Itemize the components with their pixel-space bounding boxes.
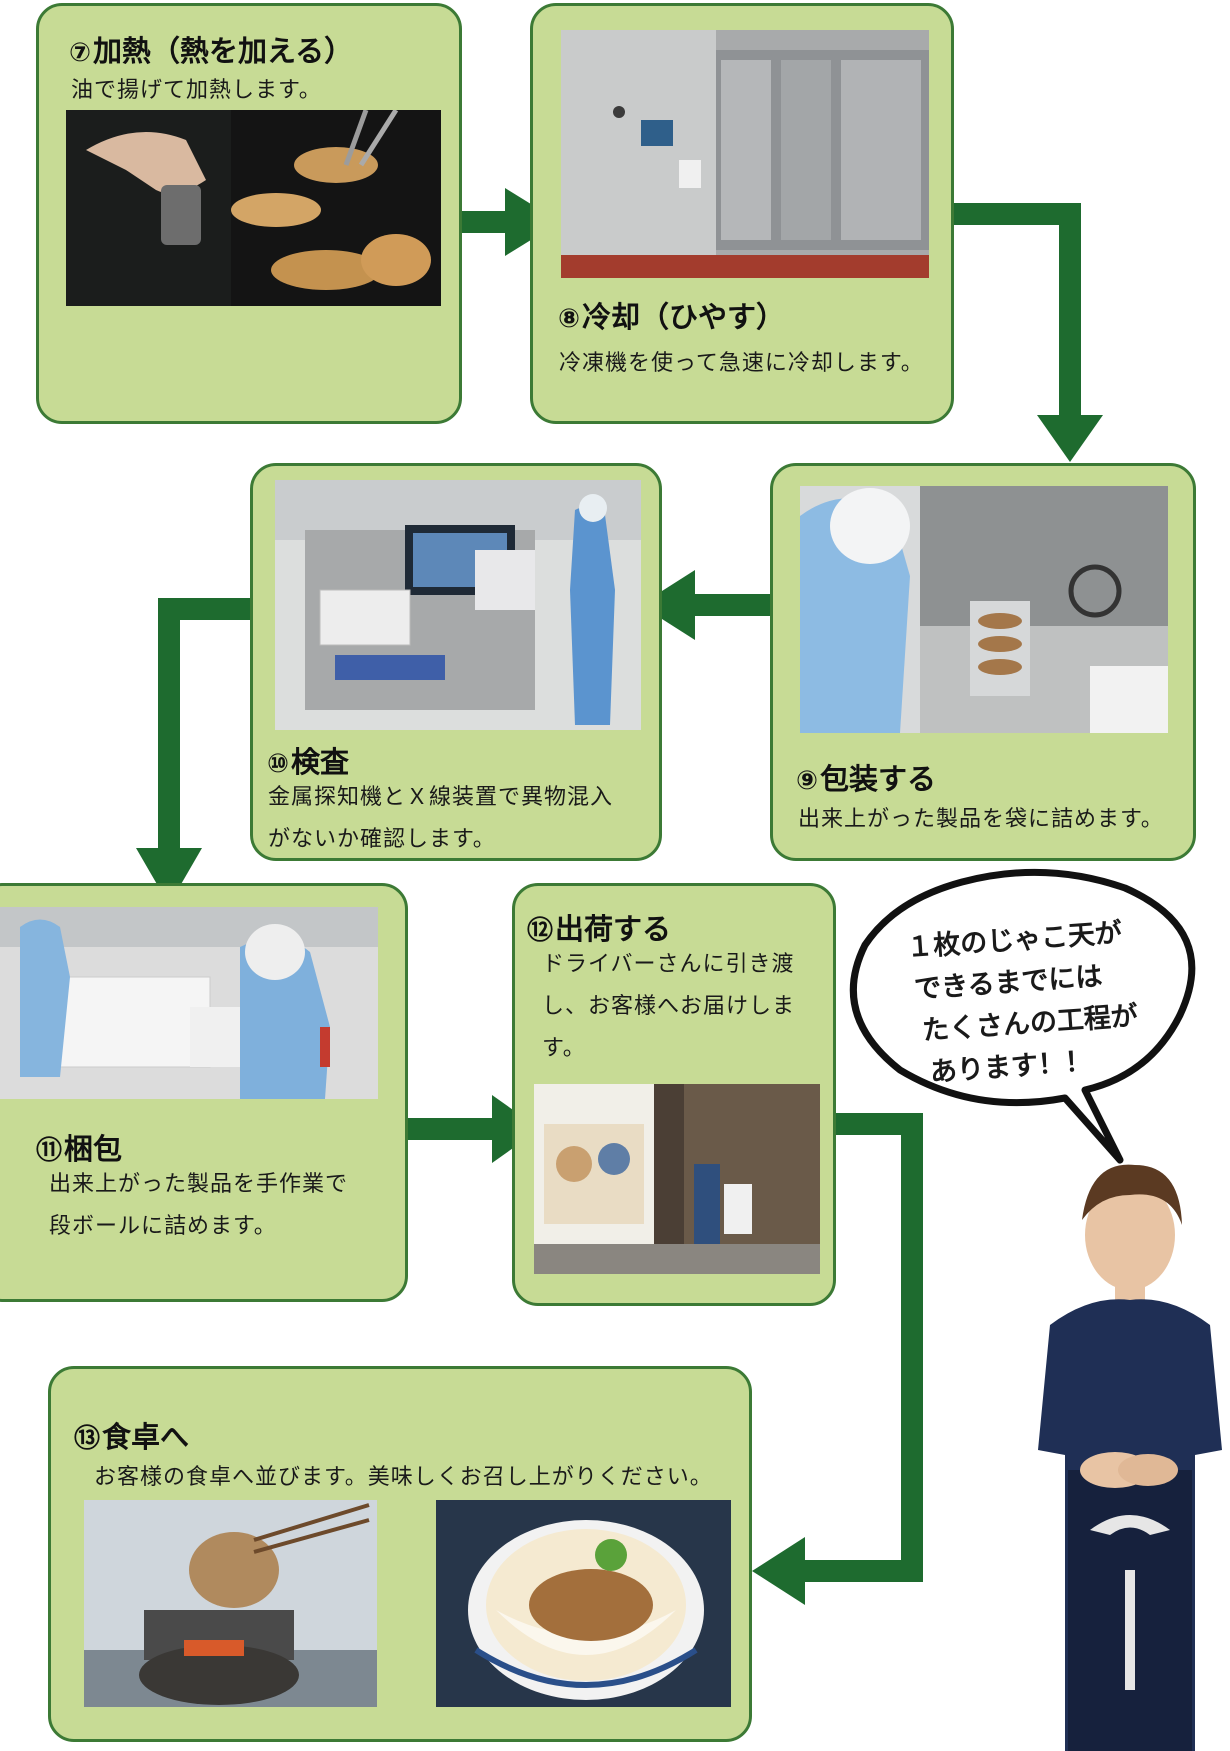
step-13-title-text: 食卓へ xyxy=(102,1420,190,1454)
step-12-line-1: ドライバーさんに引き渡 xyxy=(542,952,795,977)
step-10-card: ⑩検査 金属探知機とＸ線装置で異物混入 がないか確認します。 xyxy=(250,463,662,861)
step-12-title: ⑫出荷する xyxy=(527,906,671,948)
step-11-description: 出来上がった製品を手作業で 段ボールに詰めます。 xyxy=(49,1164,348,1248)
step-9-title: ⑨包装する xyxy=(796,756,936,798)
freezer-photo xyxy=(561,30,929,278)
step-11-line-2: 段ボールに詰めます。 xyxy=(49,1214,277,1239)
step-11-number: ⑪ xyxy=(36,1136,63,1166)
step-9-title-text: 包装する xyxy=(820,762,937,796)
step-7-title-text: 加熱（熱を加える） xyxy=(93,34,354,68)
step-11-card: ⑪梱包 出来上がった製品を手作業で 段ボールに詰めます。 xyxy=(0,883,408,1302)
step-10-title: ⑩検査 xyxy=(267,739,349,781)
step-7-line-1: 油で揚げて加熱します。 xyxy=(71,78,322,103)
arrow-12-to-13-v xyxy=(901,1113,923,1571)
step-11-title: ⑪梱包 xyxy=(36,1126,122,1168)
step-11-line-1: 出来上がった製品を手作業で xyxy=(49,1172,349,1197)
step-13-card: ⑬食卓へ お客様の食卓へ並びます。美味しくお召し上がりください。 xyxy=(48,1366,752,1742)
step-13-description: お客様の食卓へ並びます。美味しくお召し上がりください。 xyxy=(94,1457,713,1499)
grilled-jakoten-photo xyxy=(84,1500,377,1707)
step-9-description: 出来上がった製品を袋に詰めます。 xyxy=(798,799,1164,841)
boxing-photo xyxy=(0,907,378,1099)
step-7-title: ⑦加熱（熱を加える） xyxy=(69,28,353,70)
shipping-truck-photo xyxy=(534,1084,820,1274)
packaging-photo xyxy=(800,486,1168,733)
step-13-number: ⑬ xyxy=(74,1424,101,1454)
step-10-title-text: 検査 xyxy=(291,745,350,779)
step-11-title-text: 梱包 xyxy=(64,1132,123,1166)
udon-photo xyxy=(436,1500,731,1707)
step-8-number: ⑧ xyxy=(558,304,581,334)
step-13-title: ⑬食卓へ xyxy=(74,1414,189,1456)
step-9-card: ⑨包装する 出来上がった製品を袋に詰めます。 xyxy=(770,463,1196,861)
step-8-card: ⑧冷却（ひやす） 冷凍機を使って急速に冷却します。 xyxy=(530,3,954,424)
step-8-description: 冷凍機を使って急速に冷却します。 xyxy=(559,343,924,385)
step-12-title-text: 出荷する xyxy=(555,912,672,946)
step-12-line-3: す。 xyxy=(542,1036,586,1061)
step-7-number: ⑦ xyxy=(69,38,92,68)
step-8-line-1: 冷凍機を使って急速に冷却します。 xyxy=(559,351,924,376)
inspection-photo xyxy=(275,480,641,730)
arrow-12-to-13-h xyxy=(830,1113,922,1135)
step-7-description: 油で揚げて加熱します。 xyxy=(71,70,322,112)
step-13-line-1: お客様の食卓へ並びます。美味しくお召し上がりください。 xyxy=(94,1465,713,1490)
staff-person-photo xyxy=(1038,1164,1222,1751)
arrow-8-to-9-head xyxy=(1037,415,1103,462)
step-7-card: ⑦加熱（熱を加える） 油で揚げて加熱します。 xyxy=(36,3,462,424)
step-12-card: ⑫出荷する ドライバーさんに引き渡 し、お客様へお届けしま す。 xyxy=(512,883,836,1306)
frying-photo xyxy=(66,110,441,306)
arrow-8-to-9-v xyxy=(1059,203,1081,428)
step-10-line-2: がないか確認します。 xyxy=(268,827,496,852)
arrow-12-to-13-head xyxy=(752,1537,805,1605)
step-9-line-1: 出来上がった製品を袋に詰めます。 xyxy=(798,807,1164,832)
step-12-line-2: し、お客様へお届けしま xyxy=(542,994,796,1019)
step-12-description: ドライバーさんに引き渡 し、お客様へお届けしま す。 xyxy=(542,944,795,1070)
step-9-number: ⑨ xyxy=(796,766,819,796)
step-10-line-1: 金属探知機とＸ線装置で異物混入 xyxy=(268,785,614,810)
arrow-11-to-12 xyxy=(405,1118,495,1140)
arrow-10-to-11-v xyxy=(158,598,180,853)
step-8-title-text: 冷却（ひやす） xyxy=(582,300,786,334)
step-10-description: 金属探知機とＸ線装置で異物混入 がないか確認します。 xyxy=(268,777,613,861)
step-8-title: ⑧冷却（ひやす） xyxy=(558,294,785,336)
step-12-number: ⑫ xyxy=(527,916,554,946)
speech-bubble-text: １枚のじゃこ天が できるまでには たくさんの工程が あります！！ xyxy=(900,912,1142,1096)
arrow-12-to-13-h2 xyxy=(800,1560,923,1582)
step-10-number: ⑩ xyxy=(267,749,290,779)
